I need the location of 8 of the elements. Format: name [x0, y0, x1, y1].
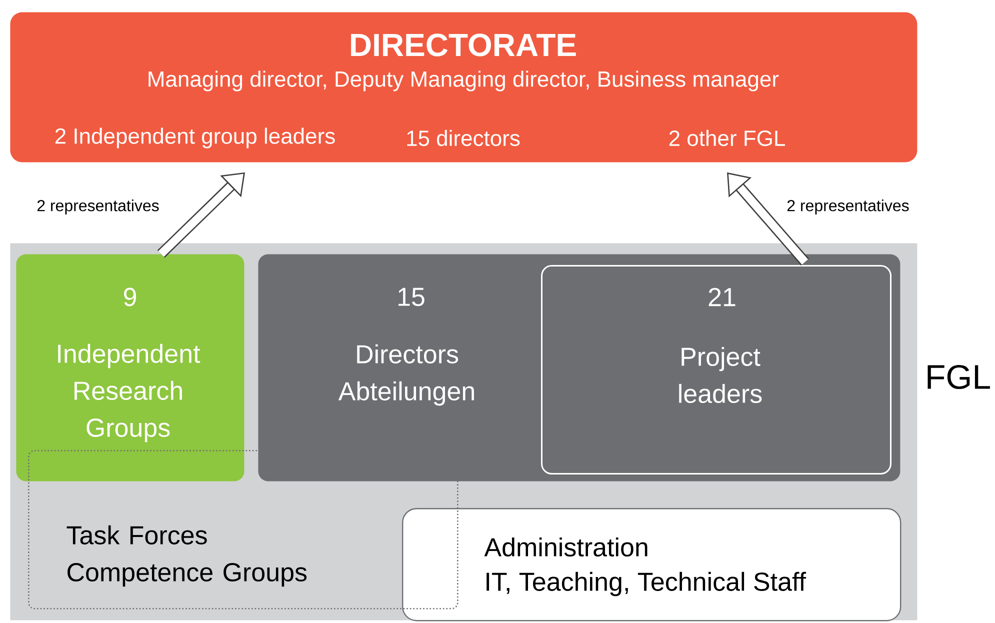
project-leaders-box: 21 Project leaders [541, 265, 892, 474]
edge-label: 2 representatives [37, 200, 159, 214]
directorate-box: DIRECTORATE Managing director, Deputy Managing director, Business manager 2 Independent group leaders 15 directors 2 other FGL [10, 12, 918, 162]
edge-label: 2 representatives [787, 200, 909, 214]
node-label: FGL [928, 364, 990, 390]
administration-box: Administration IT, Teaching, Technical Staff [402, 508, 902, 622]
research-groups-box: 9 Independent Research Groups [16, 254, 244, 482]
task-force-box: Task Forces Competence Groups [28, 450, 458, 610]
